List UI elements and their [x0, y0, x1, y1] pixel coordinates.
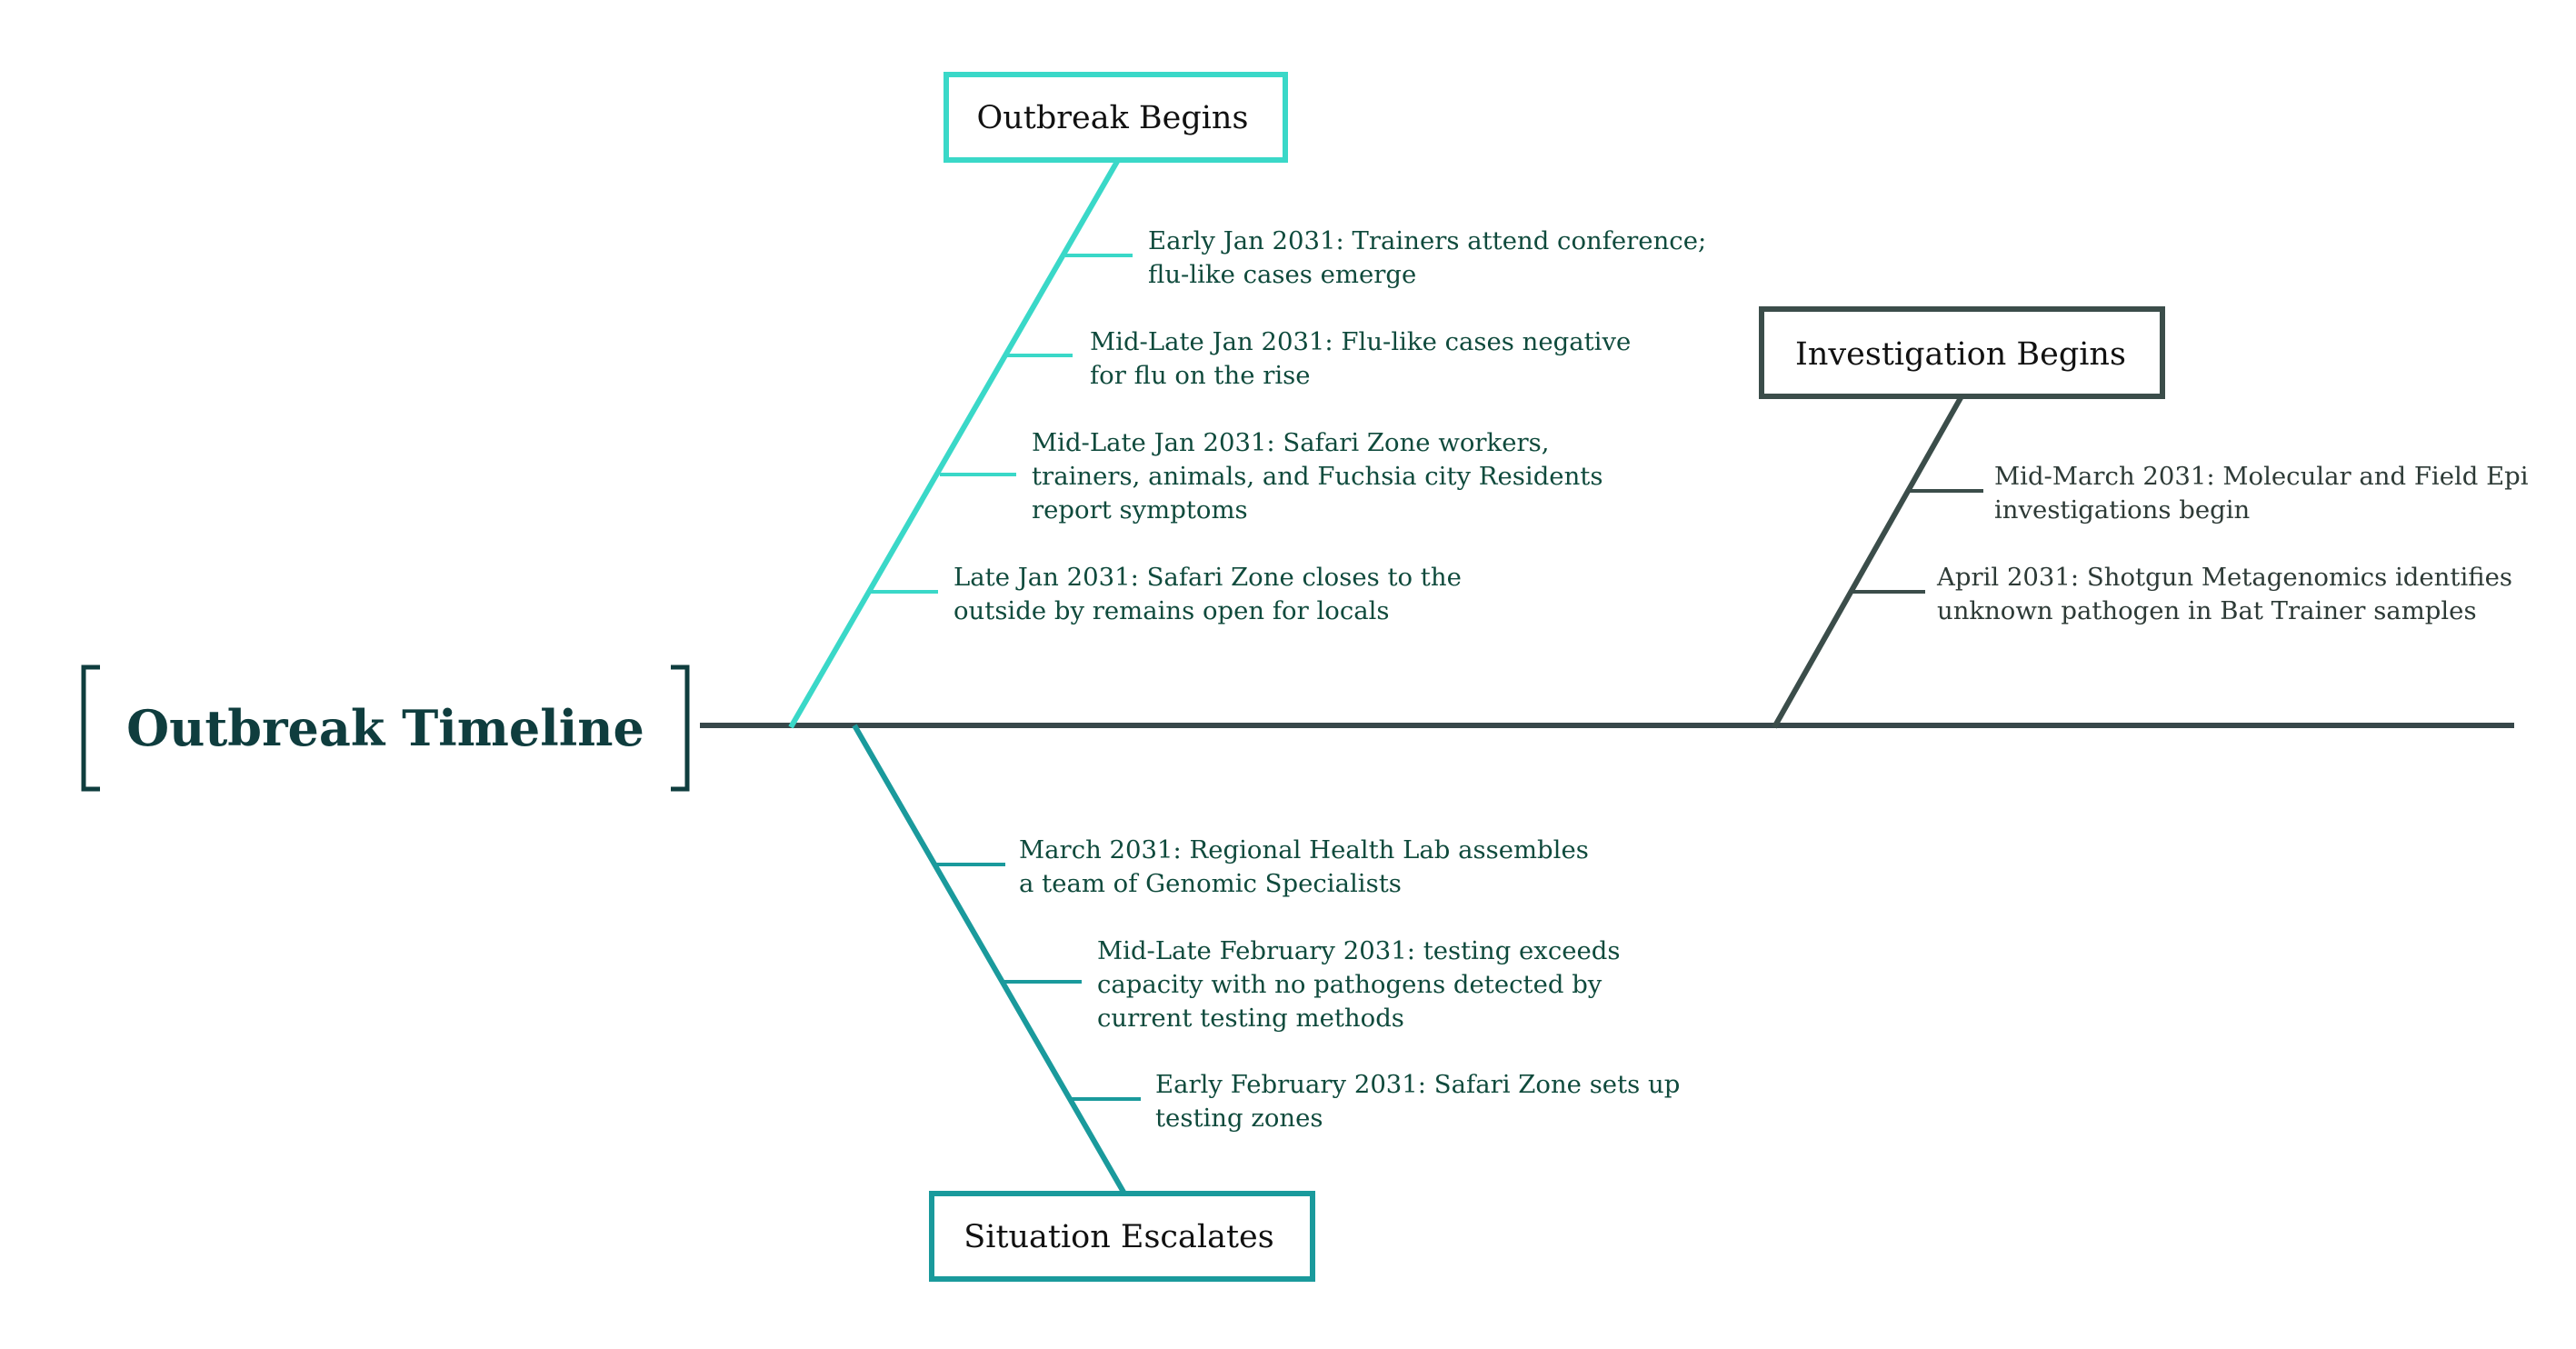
branch-outbreak-begins: Outbreak Begins Early Jan 2031: Trainers… — [788, 72, 1714, 729]
box-label-situation-escalates: Situation Escalates — [964, 1219, 1273, 1255]
branch-line-situation-escalates — [852, 724, 1127, 1195]
event-escalates-3: Early February 2031: Safari Zone sets up… — [1155, 1070, 1688, 1133]
event-outbreak-4: Late Jan 2031: Safari Zone closes to the… — [954, 563, 1470, 625]
box-label-outbreak-begins: Outbreak Begins — [977, 100, 1249, 136]
event-investigation-1: Mid-March 2031: Molecular and Field Epi … — [1994, 462, 2536, 525]
box-investigation-begins — [1759, 306, 2165, 399]
box-outbreak-begins — [944, 72, 1288, 163]
diagram-title: Outbreak Timeline — [126, 699, 644, 757]
title-group: Outbreak Timeline — [81, 665, 690, 792]
title-right-bracket — [671, 665, 690, 792]
branch-line-outbreak-begins — [788, 158, 1121, 729]
event-investigation-2: April 2031: Shotgun Metagenomics identif… — [1936, 563, 2521, 625]
branch-line-investigation-begins — [1772, 395, 1964, 729]
title-left-bracket — [81, 665, 100, 792]
branch-situation-escalates: Situation Escalates March 2031: Regional… — [852, 724, 1688, 1282]
event-escalates-2: Mid-Late February 2031: testing exceeds … — [1097, 936, 1628, 1033]
box-situation-escalates — [929, 1191, 1315, 1282]
event-outbreak-3: Mid-Late Jan 2031: Safari Zone workers, … — [1032, 428, 1611, 525]
event-outbreak-1: Early Jan 2031: Trainers attend conferen… — [1148, 226, 1714, 289]
box-label-investigation-begins: Investigation Begins — [1795, 336, 2126, 373]
event-outbreak-2: Mid-Late Jan 2031: Flu-like cases negati… — [1090, 327, 1639, 390]
event-escalates-1: March 2031: Regional Health Lab assemble… — [1019, 835, 1597, 898]
branch-investigation-begins: Investigation Begins Mid-March 2031: Mol… — [1759, 306, 2536, 729]
